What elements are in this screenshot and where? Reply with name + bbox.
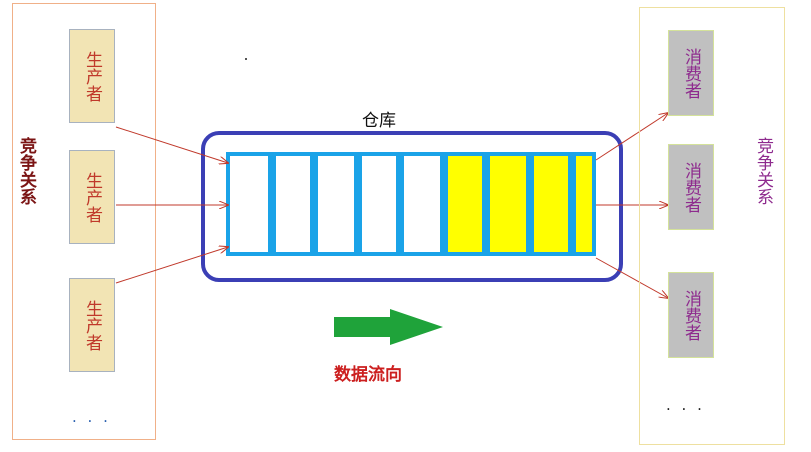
- queue-slot-filled: [444, 152, 486, 256]
- producer-3-arrow: [115, 247, 228, 284]
- consumer-node-3: 消费者: [668, 272, 714, 358]
- consumer-group: [639, 7, 785, 445]
- consumer-node-1: 消费者: [668, 30, 714, 116]
- warehouse-title: 仓库: [362, 111, 396, 131]
- queue-slot-empty: [314, 152, 358, 256]
- consumer-3-arrow: [595, 257, 668, 298]
- consumer-node-label: 消费者: [681, 289, 701, 341]
- consumer-node-label: 消费者: [681, 161, 701, 213]
- data-flow-arrow: [334, 309, 443, 345]
- queue-slot-empty: [272, 152, 314, 256]
- consumer-node-2: 消费者: [668, 144, 714, 230]
- consumer-node-label: 消费者: [681, 47, 701, 99]
- queue-slot-empty: [358, 152, 400, 256]
- producer-node-label: 生产者: [82, 171, 102, 223]
- queue-slot-filled: [486, 152, 530, 256]
- queue-slot-filled: [530, 152, 572, 256]
- producer-node-1: 生产者: [69, 29, 115, 123]
- producer-node-label: 生产者: [82, 299, 102, 351]
- consumer-1-arrow: [595, 113, 668, 161]
- warehouse-container: [201, 131, 623, 282]
- data-flow-label: 数据流向: [334, 365, 402, 385]
- consumer-ellipsis: . . .: [666, 396, 705, 414]
- producer-node-3: 生产者: [69, 278, 115, 372]
- queue-slot-filled: [572, 152, 596, 256]
- producer-competition-label: 竞争关系: [16, 137, 36, 205]
- producer-node-label: 生产者: [82, 50, 102, 102]
- producer-node-2: 生产者: [69, 150, 115, 244]
- stray-dot: [245, 58, 247, 60]
- producer-group: [12, 3, 156, 440]
- consumer-competition-label: 竞争关系: [753, 137, 773, 205]
- warehouse-queue: [226, 150, 596, 260]
- producer-ellipsis: . . .: [72, 408, 111, 426]
- queue-slot-empty: [400, 152, 444, 256]
- producer-1-arrow: [115, 126, 228, 163]
